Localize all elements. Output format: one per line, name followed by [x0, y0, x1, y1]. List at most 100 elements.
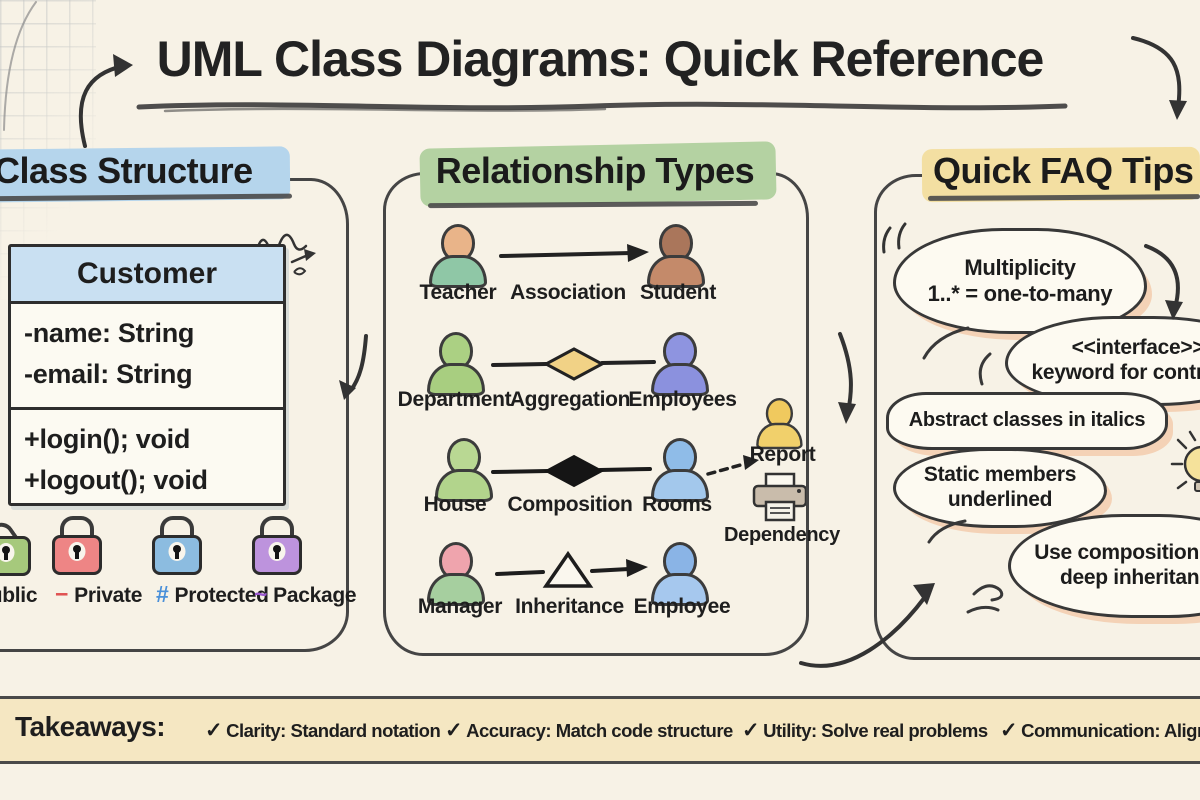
class-structure-header: Class Structure [0, 150, 253, 191]
curl-doodle [966, 584, 1004, 614]
filled-diamond-icon [543, 454, 605, 488]
takeaways-label: Takeaways: [15, 711, 166, 742]
visibility-symbol: ~ [254, 581, 268, 607]
visibility-symbol: # [156, 581, 169, 607]
bubble-line: <<interface>> [1071, 336, 1200, 360]
swoosh-arrow-to-faq [799, 583, 935, 668]
tick-doodle [978, 352, 992, 386]
bubble-line: keyword for contracts [1031, 361, 1200, 384]
check-icon: ✓ [205, 719, 223, 742]
person-body [427, 363, 485, 396]
relationship-from-label: House [423, 493, 487, 516]
faq-bubble-static: Static members underlined [893, 448, 1107, 528]
class-operation: +login(); void [24, 424, 191, 454]
takeaway-item: ✓Clarity: Standard notation [205, 719, 441, 742]
person-icon-rooms [651, 438, 709, 502]
takeaway-item: ✓Utility: Solve real problems [742, 719, 988, 742]
dependency-target-label: Report [749, 443, 816, 466]
person-body [651, 363, 709, 396]
class-attribute: -email: String [24, 358, 193, 389]
dependency-dashed-arrow [706, 455, 759, 476]
legend-public: Public [0, 581, 38, 608]
class-name: Customer [11, 247, 283, 304]
faq-header: Quick FAQ Tips [933, 150, 1194, 191]
lock-body [52, 535, 102, 575]
check-icon: ✓ [742, 719, 760, 742]
package-lock-icon [252, 516, 302, 575]
faq-bubble-multiplicity: Multiplicity 1..* = one-to-many [893, 228, 1147, 334]
class-operation: +logout(); void [24, 464, 208, 495]
class-attributes: -name: String -email: String [11, 304, 283, 410]
person-icon-teacher [429, 224, 487, 288]
faq-bubble-abstract: Abstract classes in italics [886, 392, 1168, 450]
arrow-panel1-to-panel2 [339, 334, 368, 400]
relationship-from-label: Teacher [419, 281, 497, 304]
arrow-to-title-icon [78, 54, 133, 148]
check-icon: ✓ [1000, 719, 1018, 742]
bubble-line: Abstract classes in italics [908, 409, 1146, 432]
lightbulb-icon [1170, 430, 1200, 492]
check-icon: ✓ [445, 719, 463, 742]
uml-class-box: Customer -name: String -email: String +l… [8, 244, 286, 506]
legend-label: Private [74, 584, 143, 607]
visibility-symbol: − [55, 581, 69, 607]
person-icon-employee [651, 542, 709, 606]
printer-icon [752, 472, 808, 522]
hollow-diamond-icon [542, 347, 606, 381]
class-attribute: -name: String [24, 318, 195, 348]
person-icon-manager [427, 542, 485, 606]
faq-bubble-composition: Use composition over deep inheritance [1008, 514, 1200, 618]
relationship-type-label: Aggregation [509, 388, 631, 411]
arrow-from-title-icon [1131, 36, 1187, 120]
person-icon-student [647, 224, 705, 288]
bubble-line: 1..* = one-to-many [927, 281, 1113, 306]
person-icon-department [427, 332, 485, 396]
inheritance-connector [495, 550, 648, 588]
relationship-to-label: Employee [633, 595, 731, 618]
lock-shackle [260, 516, 294, 542]
legend-private: −Private [55, 581, 142, 608]
arrow-down-in-faq [1144, 244, 1183, 320]
relationship-to-label: Rooms [642, 493, 712, 516]
arrow-panel2-to-panel3 [838, 332, 856, 424]
association-arrow [499, 244, 649, 262]
legend-label: Public [0, 584, 38, 607]
relationship-type-label: Inheritance [515, 595, 624, 618]
relationship-from-label: Department [397, 388, 512, 411]
legend-label: Protected [174, 584, 269, 607]
title-underline [136, 101, 1068, 113]
bubble-line: underlined [947, 488, 1053, 511]
person-icon-employees [651, 332, 709, 396]
class-operations: +login(); void +logout(); void [11, 410, 283, 524]
composition-connector [491, 454, 652, 488]
lock-shackle [60, 516, 94, 542]
relationship-type-label: Composition [507, 493, 633, 516]
bubble-line: Use composition over [1034, 541, 1200, 565]
page-title: UML Class Diagrams: Quick Reference [156, 31, 1045, 87]
aggregation-connector [491, 347, 656, 381]
relationship-to-label: Employees [628, 388, 737, 411]
lock-shackle [160, 516, 194, 542]
person-body [647, 255, 705, 288]
bubble-line: Static members [923, 463, 1077, 487]
takeaways-band: Takeaways: ✓Clarity: Standard notation ✓… [0, 696, 1200, 764]
relationship-to-label: Student [639, 281, 717, 304]
person-icon-house [435, 438, 493, 502]
relationship-types-header: Relationship Types [435, 150, 755, 191]
bubble-tail [922, 326, 970, 360]
person-body [651, 573, 709, 606]
bubble-line: Multiplicity [964, 255, 1076, 281]
relationship-type-label: Association [510, 281, 626, 304]
legend-protected: #Protected [156, 581, 269, 608]
private-lock-icon [52, 516, 102, 575]
dependency-label: Dependency [724, 524, 840, 546]
legend-label: Package [273, 584, 357, 607]
legend-package: ~Package [254, 581, 357, 608]
faq-bubble-interface: <<interface>> keyword for contracts [1005, 316, 1200, 406]
hollow-triangle-icon [542, 550, 594, 588]
quote-marks-doodle [882, 222, 907, 254]
relationship-from-label: Manager [417, 595, 503, 618]
bubble-tail [927, 519, 967, 544]
takeaway-item: ✓Accuracy: Match code structure [445, 719, 733, 742]
